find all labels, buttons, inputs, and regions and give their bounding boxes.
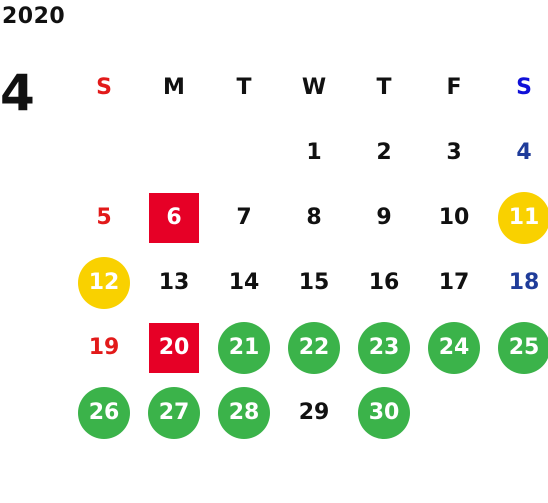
day-cell: 21 xyxy=(209,315,279,380)
day-number-event[interactable]: 24 xyxy=(428,321,480,374)
day-cell: 14 xyxy=(209,250,279,315)
day-cell: 9 xyxy=(349,185,419,250)
day-number[interactable]: 3 xyxy=(446,140,462,165)
calendar-year: 2020 xyxy=(2,4,66,29)
day-number[interactable]: 19 xyxy=(88,335,120,360)
day-cell: 25 xyxy=(489,315,548,380)
day-number[interactable]: 29 xyxy=(298,400,330,425)
day-cell: 29 xyxy=(279,380,349,445)
day-number[interactable]: 7 xyxy=(236,205,252,230)
day-cell: 3 xyxy=(419,120,489,185)
day-number-holiday[interactable]: 12 xyxy=(78,256,130,309)
day-cell: 15 xyxy=(279,250,349,315)
day-number[interactable]: 13 xyxy=(158,270,190,295)
day-cell: 5 xyxy=(69,185,139,250)
day-number-event[interactable]: 22 xyxy=(288,321,340,374)
calendar-month: 4 xyxy=(0,64,35,122)
day-number-event[interactable]: 30 xyxy=(358,386,410,439)
weekday-header: S xyxy=(96,75,112,100)
day-number[interactable]: 16 xyxy=(368,270,400,295)
day-cell: 18 xyxy=(489,250,548,315)
day-number-event[interactable]: 23 xyxy=(358,321,410,374)
day-number-event[interactable]: 26 xyxy=(78,386,130,439)
day-cell: 12 xyxy=(69,250,139,315)
weekday-header: F xyxy=(446,75,462,100)
day-cell: 23 xyxy=(349,315,419,380)
day-number-closed[interactable]: 20 xyxy=(149,322,199,373)
day-cell: 16 xyxy=(349,250,419,315)
empty-cell xyxy=(139,120,209,185)
day-number[interactable]: 2 xyxy=(376,140,392,165)
weekday-header: T xyxy=(236,75,252,100)
day-number[interactable]: 4 xyxy=(516,140,532,165)
day-cell: 17 xyxy=(419,250,489,315)
day-cell: 26 xyxy=(69,380,139,445)
day-cell: 20 xyxy=(139,315,209,380)
day-number[interactable]: 10 xyxy=(438,205,470,230)
day-number-event[interactable]: 21 xyxy=(218,321,270,374)
day-cell: 28 xyxy=(209,380,279,445)
day-cell: 19 xyxy=(69,315,139,380)
day-number[interactable]: 5 xyxy=(96,205,112,230)
day-number-event[interactable]: 25 xyxy=(498,321,548,374)
day-cell: 7 xyxy=(209,185,279,250)
empty-cell xyxy=(419,380,489,445)
day-number[interactable]: 15 xyxy=(298,270,330,295)
day-cell: 30 xyxy=(349,380,419,445)
day-cell: 1 xyxy=(279,120,349,185)
day-cell: 13 xyxy=(139,250,209,315)
empty-cell xyxy=(69,120,139,185)
day-number[interactable]: 9 xyxy=(376,205,392,230)
weekday-header: S xyxy=(516,75,532,100)
day-cell: 4 xyxy=(489,120,548,185)
day-number-holiday[interactable]: 11 xyxy=(498,191,548,244)
day-cell: 8 xyxy=(279,185,349,250)
weekday-header: T xyxy=(376,75,392,100)
day-cell: 27 xyxy=(139,380,209,445)
day-cell: 22 xyxy=(279,315,349,380)
day-cell: 10 xyxy=(419,185,489,250)
day-number[interactable]: 17 xyxy=(438,270,470,295)
day-cell: 24 xyxy=(419,315,489,380)
day-number[interactable]: 8 xyxy=(306,205,322,230)
day-cell: 2 xyxy=(349,120,419,185)
day-number[interactable]: 1 xyxy=(306,140,322,165)
day-number[interactable]: 18 xyxy=(508,270,540,295)
day-cell: 6 xyxy=(139,185,209,250)
empty-cell xyxy=(209,120,279,185)
day-number[interactable]: 14 xyxy=(228,270,260,295)
day-number-closed[interactable]: 6 xyxy=(149,192,199,243)
day-number-event[interactable]: 27 xyxy=(148,386,200,439)
weekday-header: W xyxy=(301,75,327,100)
empty-cell xyxy=(489,380,548,445)
day-number-event[interactable]: 28 xyxy=(218,386,270,439)
weekday-header: M xyxy=(163,75,185,100)
day-cell: 11 xyxy=(489,185,548,250)
